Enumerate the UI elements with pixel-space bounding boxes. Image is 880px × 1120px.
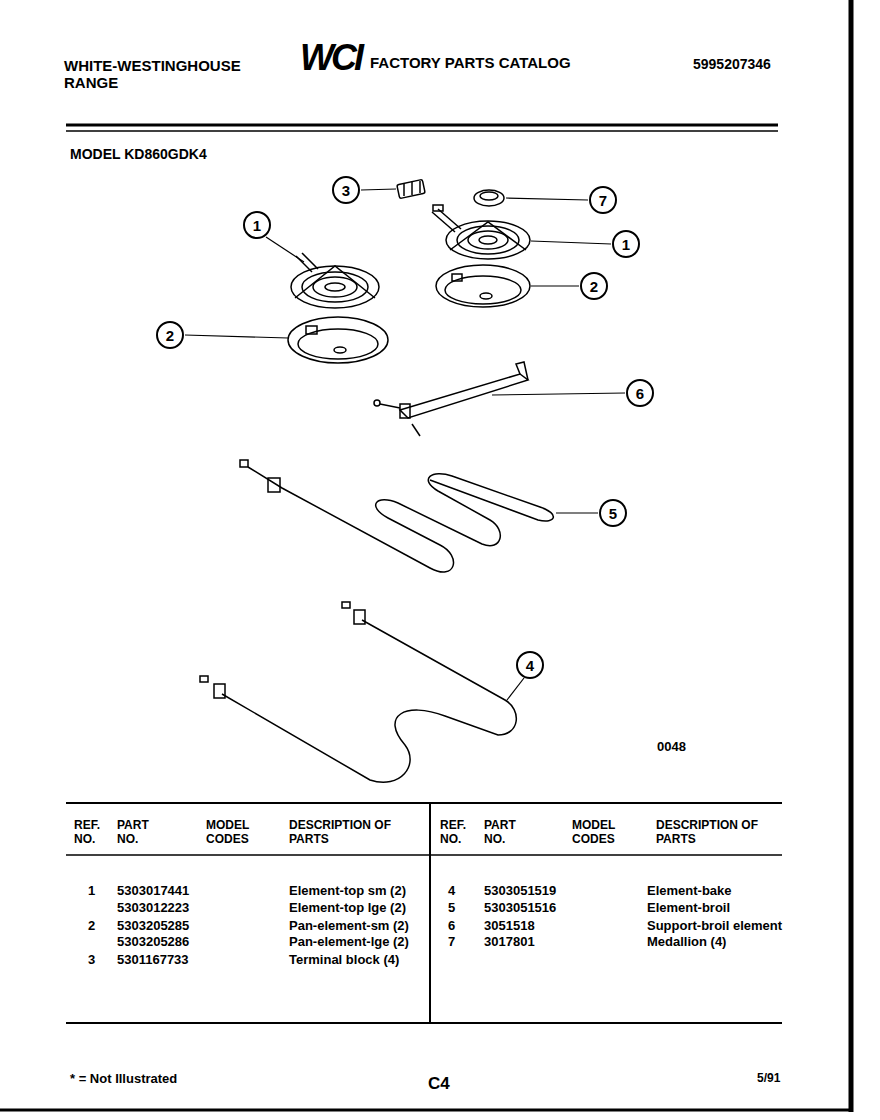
broil-support	[374, 362, 528, 436]
part-description: Element-top sm (2)	[289, 884, 406, 899]
column-header: MODEL CODES	[572, 819, 630, 847]
ref-number: 7	[448, 935, 455, 950]
ref-number: 6	[448, 919, 455, 934]
callout-number: 2	[580, 272, 608, 300]
header-rule	[66, 124, 778, 127]
callout-number: 1	[612, 230, 640, 258]
column-header: REF. NO.	[74, 819, 108, 847]
table-rule	[66, 802, 782, 804]
callout-text: 1	[253, 218, 261, 233]
column-header: DESCRIPTION OF PARTS	[656, 819, 766, 847]
surface-element	[432, 205, 530, 259]
drip-pan	[436, 265, 530, 307]
part-description: Medallion (4)	[647, 935, 726, 950]
part-number: 3051518	[484, 919, 535, 934]
table-rule	[66, 1022, 782, 1024]
callout-text: 4	[526, 658, 534, 673]
part-number: 5301167733	[117, 953, 189, 968]
ref-number: 1	[88, 884, 95, 899]
column-header: DESCRIPTION OF PARTS	[289, 819, 399, 847]
broil-element	[240, 460, 553, 572]
catalog-number: 5995207346	[693, 56, 771, 72]
column-header: MODEL CODES	[206, 819, 264, 847]
table-rule	[66, 854, 782, 856]
brand-name: WHITE-WESTINGHOUSE RANGE	[64, 57, 264, 92]
ref-number: 4	[448, 884, 455, 899]
callout-number: 5	[599, 499, 627, 527]
callout-text: 7	[599, 193, 607, 208]
callout-number: 6	[626, 379, 654, 407]
leader-line	[185, 189, 625, 700]
part-description: Terminal block (4)	[289, 953, 399, 968]
table-rule	[429, 803, 431, 1022]
surface-element	[291, 253, 379, 308]
part-number: 3017801	[484, 935, 535, 950]
callout-text: 3	[342, 183, 350, 198]
drip-pan	[288, 317, 388, 363]
revision-date: 5/91	[757, 1072, 780, 1086]
column-header: PART NO.	[484, 819, 530, 847]
part-number: 5303205286	[117, 935, 189, 950]
callout-text: 2	[166, 328, 174, 343]
ref-number: 5	[448, 901, 455, 916]
column-header: REF. NO.	[440, 819, 474, 847]
terminal-block	[397, 179, 425, 198]
part-description: Element-broil	[647, 901, 730, 916]
header-rule	[66, 130, 778, 132]
callout-number: 2	[156, 321, 184, 349]
model-number: MODEL KD860GDK4	[70, 146, 207, 162]
part-number: 5303205285	[117, 919, 189, 934]
part-description: Element-bake	[647, 884, 732, 899]
footnote: * = Not Illustrated	[70, 1072, 177, 1087]
part-description: Support-broil element	[647, 919, 782, 934]
callout-text: 5	[609, 506, 617, 521]
callout-text: 2	[590, 279, 598, 294]
catalog-title: FACTORY PARTS CATALOG	[370, 54, 571, 71]
callout-number: 4	[516, 651, 544, 679]
ref-number: 2	[88, 919, 95, 934]
figure-code: 0048	[657, 740, 686, 755]
bake-element	[200, 602, 516, 782]
callout-number: 3	[332, 176, 360, 204]
page-edge	[0, 1109, 853, 1112]
page-edge	[849, 0, 854, 1112]
part-description: Pan-element-sm (2)	[289, 919, 409, 934]
callout-text: 6	[636, 386, 644, 401]
callout-number: 1	[243, 211, 271, 239]
page-number: C4	[428, 1074, 450, 1094]
medallion	[474, 190, 504, 206]
part-description: Pan-element-lge (2)	[289, 935, 409, 950]
part-number: 5303012223	[117, 901, 189, 916]
column-header: PART NO.	[117, 819, 163, 847]
part-description: Element-top lge (2)	[289, 901, 406, 916]
part-number: 5303017441	[117, 884, 189, 899]
brand-logo: WCI	[300, 40, 361, 76]
ref-number: 3	[88, 953, 95, 968]
callout-number: 7	[589, 186, 617, 214]
callout-text: 1	[622, 237, 630, 252]
part-number: 5303051516	[484, 901, 556, 916]
part-number: 5303051519	[484, 884, 556, 899]
